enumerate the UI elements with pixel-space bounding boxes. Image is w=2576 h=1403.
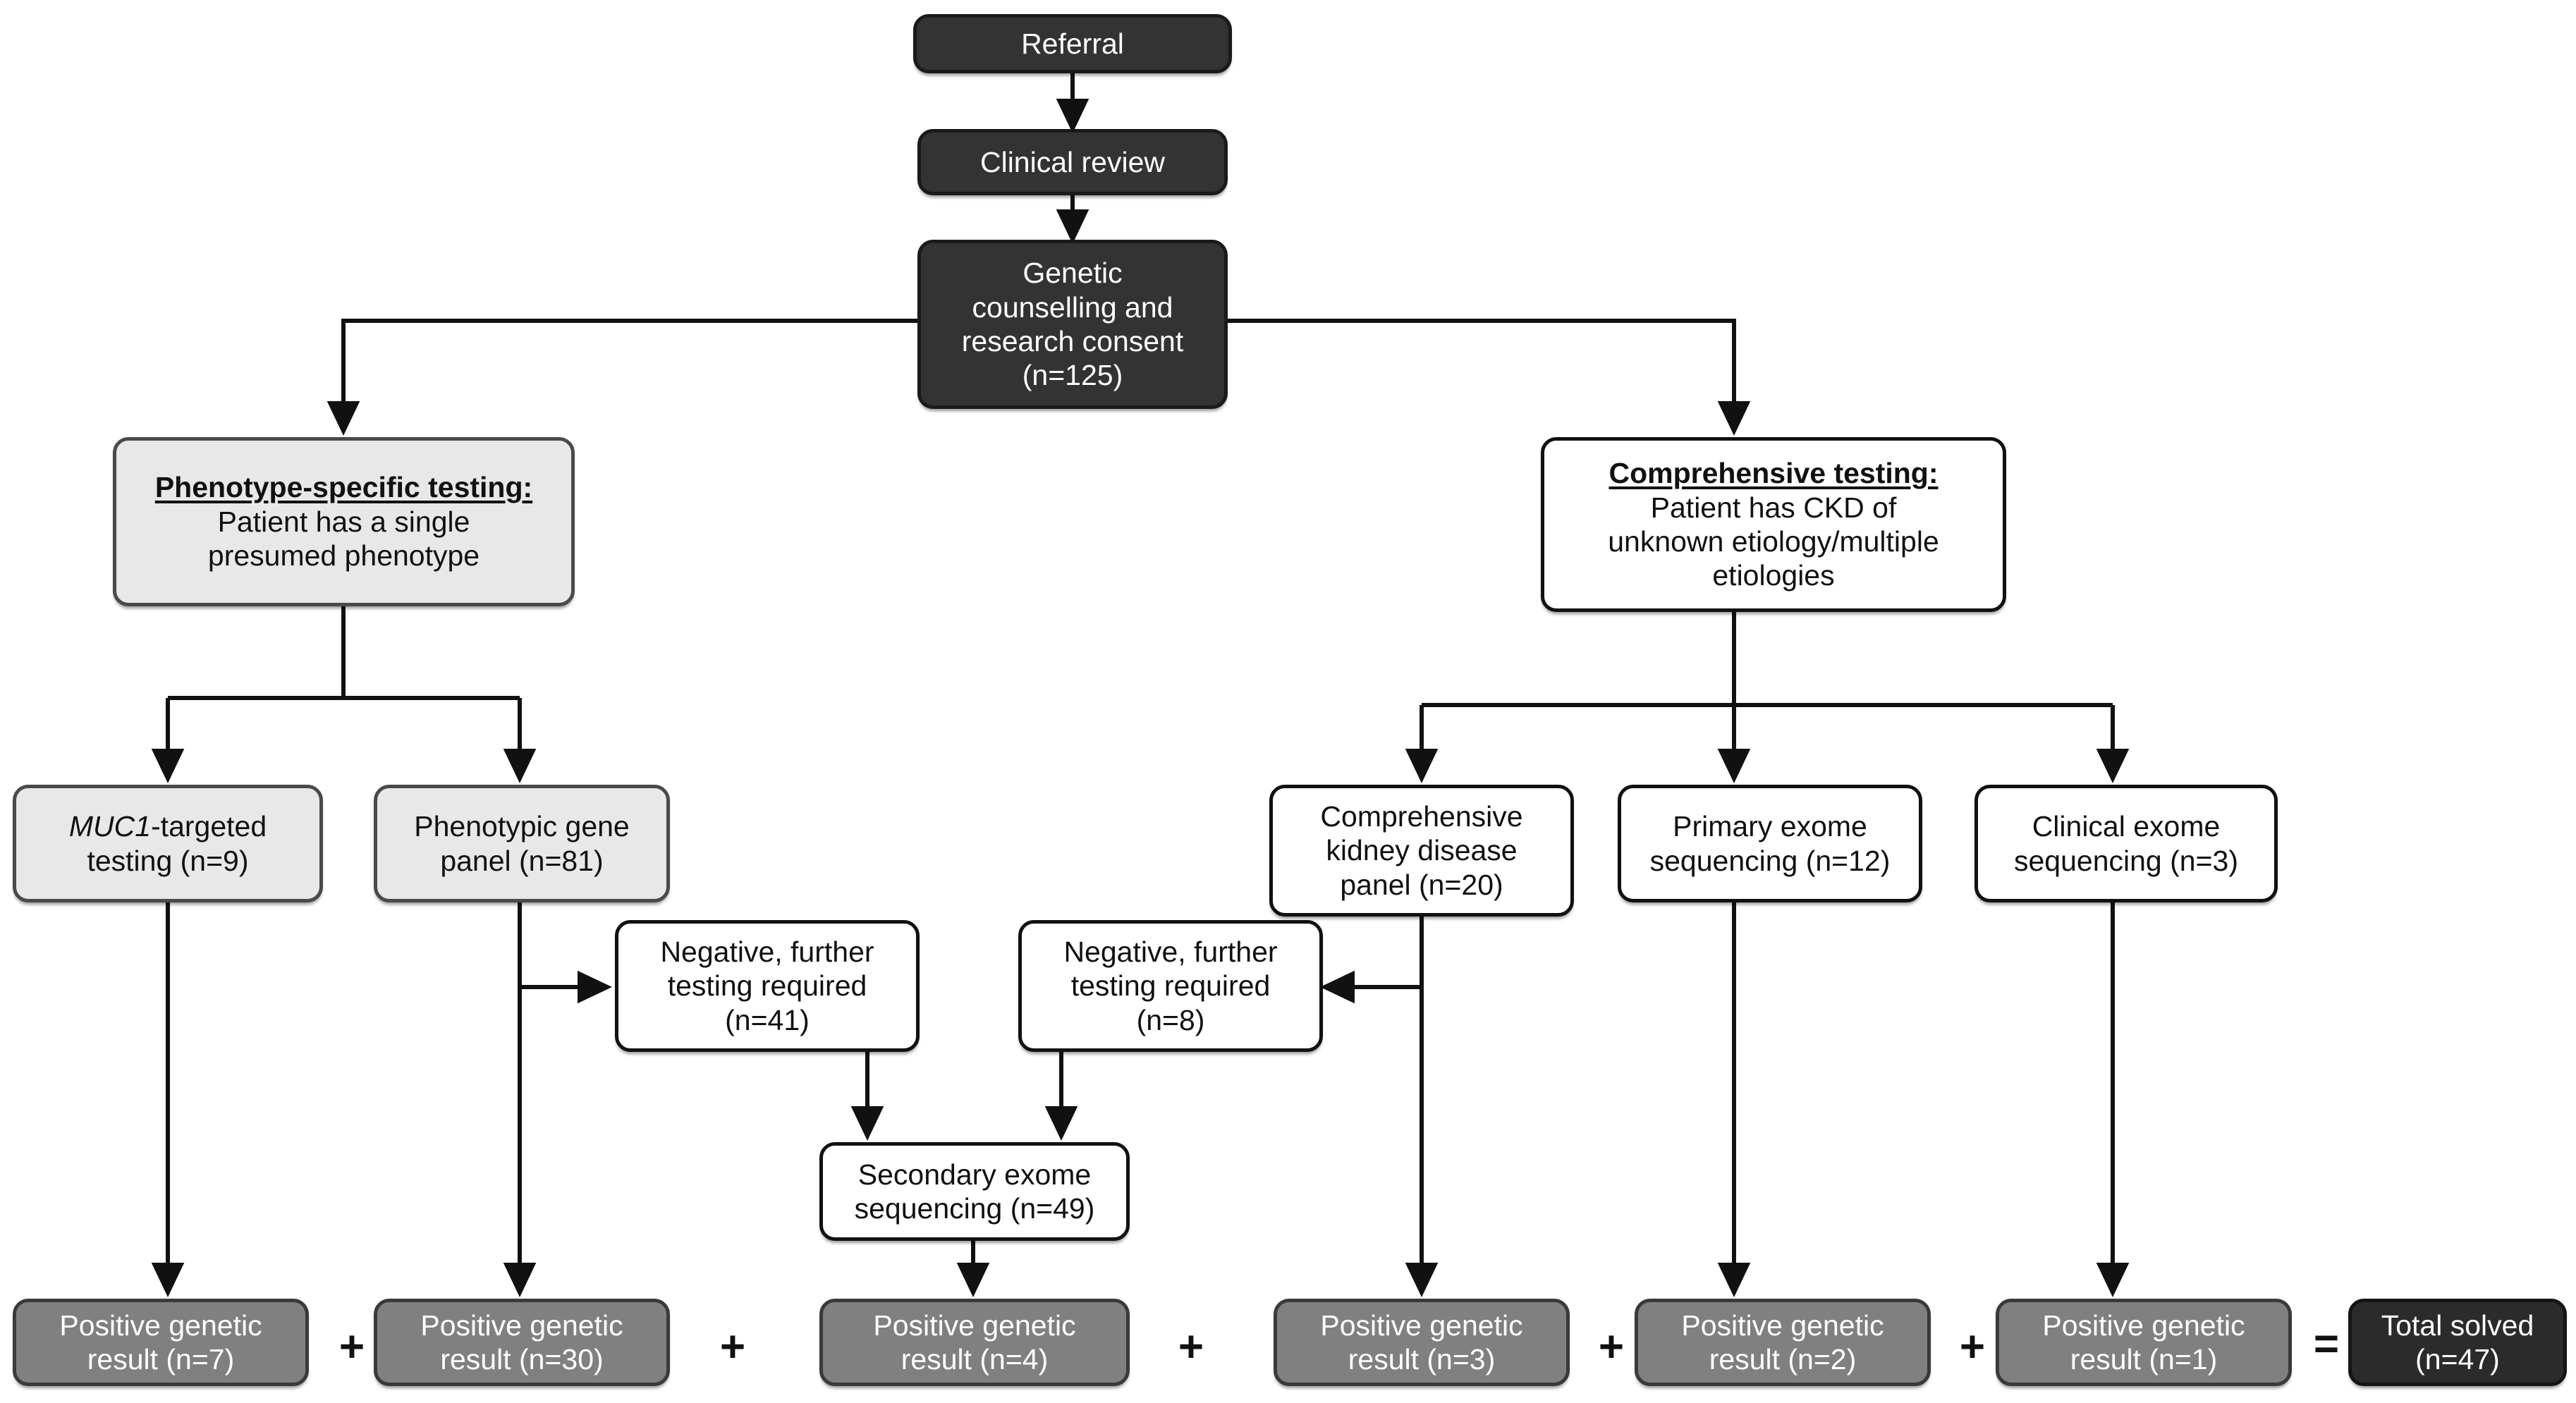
node-total-solved[interactable]: Total solved (n=47) xyxy=(2348,1299,2567,1386)
positive-30-line-2: result (n=30) xyxy=(440,1343,604,1376)
comprehensive-line-1: Patient has CKD of xyxy=(1650,491,1897,524)
node-negative-8-text: Negative, further testing required (n=8) xyxy=(1029,935,1312,1037)
consent-line-4: (n=125) xyxy=(1022,359,1123,392)
node-positive-genetic-result-3[interactable]: Positive genetic result (n=3) xyxy=(1274,1299,1570,1386)
consent-line-2: counselling and xyxy=(972,290,1173,324)
negative-41-line-3: (n=41) xyxy=(725,1003,810,1036)
node-muc1-targeted-testing[interactable]: MUC1-targeted testing (n=9) xyxy=(13,785,323,902)
total-solved-line-2: (n=47) xyxy=(2415,1343,2500,1376)
ckd-panel-line-3: panel (n=20) xyxy=(1340,868,1503,901)
node-positive-30-text: Positive genetic result (n=30) xyxy=(384,1309,659,1377)
node-clinical-exome-text: Clinical exome sequencing (n=3) xyxy=(1985,809,2267,878)
node-positive-3-text: Positive genetic result (n=3) xyxy=(1284,1309,1559,1377)
phenotypic-panel-line-1: Phenotypic gene xyxy=(414,810,630,843)
operator-plus-3: + xyxy=(1178,1323,1204,1371)
node-negative-further-testing-41[interactable]: Negative, further testing required (n=41… xyxy=(615,920,920,1052)
node-phenotype-specific-text: Phenotype-specific testing: Patient has … xyxy=(123,470,564,572)
operator-plus-1: + xyxy=(338,1323,365,1371)
node-positive-genetic-result-4[interactable]: Positive genetic result (n=4) xyxy=(819,1299,1130,1386)
node-muc1-text: MUC1-targeted testing (n=9) xyxy=(23,809,312,878)
muc1-line-2: testing (n=9) xyxy=(87,844,249,877)
positive-3-line-2: result (n=3) xyxy=(1348,1343,1496,1376)
node-ckd-panel-text: Comprehensive kidney disease panel (n=20… xyxy=(1280,799,1563,902)
node-positive-genetic-result-7[interactable]: Positive genetic result (n=7) xyxy=(13,1299,309,1386)
positive-30-line-1: Positive genetic xyxy=(420,1309,623,1342)
node-referral-label: Referral xyxy=(1021,27,1124,60)
positive-4-line-1: Positive genetic xyxy=(873,1309,1076,1342)
node-positive-2-text: Positive genetic result (n=2) xyxy=(1645,1309,1920,1377)
node-comprehensive-kidney-disease-panel[interactable]: Comprehensive kidney disease panel (n=20… xyxy=(1269,785,1574,917)
muc1-line-1-rest: -targeted xyxy=(151,810,267,843)
clinical-exome-line-1: Clinical exome xyxy=(2032,810,2221,843)
node-primary-exome-text: Primary exome sequencing (n=12) xyxy=(1628,809,1912,878)
operator-plus-4: + xyxy=(1598,1323,1625,1371)
node-clinical-exome-sequencing[interactable]: Clinical exome sequencing (n=3) xyxy=(1974,785,2278,902)
node-positive-genetic-result-2[interactable]: Positive genetic result (n=2) xyxy=(1635,1299,1931,1386)
node-negative-41-text: Negative, further testing required (n=41… xyxy=(625,935,909,1037)
node-genetic-counselling-consent[interactable]: Genetic counselling and research consent… xyxy=(917,240,1228,409)
node-secondary-exome-text: Secondary exome sequencing (n=49) xyxy=(830,1158,1119,1226)
phenotypic-panel-line-2: panel (n=81) xyxy=(440,844,604,877)
negative-8-line-3: (n=8) xyxy=(1136,1003,1205,1036)
positive-7-line-1: Positive genetic xyxy=(59,1309,262,1342)
edge-consent-to-phenotype-specific xyxy=(326,319,917,436)
node-clinical-review-label: Clinical review xyxy=(979,145,1165,178)
total-solved-line-1: Total solved xyxy=(2381,1309,2534,1342)
phenotype-specific-heading: Phenotype-specific testing: xyxy=(154,471,533,504)
primary-exome-line-1: Primary exome xyxy=(1673,810,1867,843)
clinical-exome-line-2: sequencing (n=3) xyxy=(2014,844,2238,877)
node-phenotype-specific-testing[interactable]: Phenotype-specific testing: Patient has … xyxy=(113,437,575,606)
consent-line-1: Genetic xyxy=(1023,257,1123,290)
node-phenotypic-gene-panel[interactable]: Phenotypic gene panel (n=81) xyxy=(374,785,670,902)
secondary-exome-line-1: Secondary exome xyxy=(857,1158,1092,1191)
negative-41-line-1: Negative, further xyxy=(660,935,874,968)
ckd-panel-line-2: kidney disease xyxy=(1326,834,1518,867)
secondary-exome-line-2: sequencing (n=49) xyxy=(854,1192,1095,1225)
node-positive-genetic-result-30[interactable]: Positive genetic result (n=30) xyxy=(374,1299,670,1386)
node-phenotypic-panel-text: Phenotypic gene panel (n=81) xyxy=(384,809,659,878)
node-secondary-exome-sequencing[interactable]: Secondary exome sequencing (n=49) xyxy=(819,1142,1130,1241)
comprehensive-line-3: etiologies xyxy=(1712,559,1835,592)
negative-8-line-2: testing required xyxy=(1070,969,1271,1003)
primary-exome-line-2: sequencing (n=12) xyxy=(1649,844,1891,877)
positive-7-line-2: result (n=7) xyxy=(87,1343,235,1376)
node-comprehensive-text: Comprehensive testing: Patient has CKD o… xyxy=(1551,456,1996,593)
node-positive-7-text: Positive genetic result (n=7) xyxy=(23,1309,298,1377)
negative-8-line-1: Negative, further xyxy=(1063,935,1278,968)
positive-1-line-1: Positive genetic xyxy=(2042,1309,2245,1342)
positive-3-line-1: Positive genetic xyxy=(1320,1309,1523,1342)
positive-2-line-2: result (n=2) xyxy=(1709,1343,1857,1376)
negative-41-line-2: testing required xyxy=(667,969,867,1003)
positive-4-line-2: result (n=4) xyxy=(901,1343,1049,1376)
node-clinical-review[interactable]: Clinical review xyxy=(917,129,1228,195)
node-comprehensive-testing[interactable]: Comprehensive testing: Patient has CKD o… xyxy=(1541,437,2006,612)
phenotype-specific-line-1: Patient has a single xyxy=(217,505,470,538)
comprehensive-heading: Comprehensive testing: xyxy=(1609,457,1939,490)
node-total-solved-text: Total solved (n=47) xyxy=(2359,1309,2556,1377)
ckd-panel-line-1: Comprehensive xyxy=(1320,799,1523,833)
node-positive-4-text: Positive genetic result (n=4) xyxy=(830,1309,1119,1377)
node-negative-further-testing-8[interactable]: Negative, further testing required (n=8) xyxy=(1018,920,1323,1052)
phenotype-specific-line-2: presumed phenotype xyxy=(207,539,480,572)
node-primary-exome-sequencing[interactable]: Primary exome sequencing (n=12) xyxy=(1618,785,1922,902)
node-positive-1-text: Positive genetic result (n=1) xyxy=(2006,1309,2281,1377)
muc1-gene-name: MUC1 xyxy=(68,810,152,843)
positive-2-line-1: Positive genetic xyxy=(1681,1309,1884,1342)
edge-consent-to-comprehensive xyxy=(1228,319,1751,436)
comprehensive-line-2: unknown etiology/multiple xyxy=(1608,525,1939,558)
operator-equals: = xyxy=(2313,1320,2340,1368)
node-positive-genetic-result-1[interactable]: Positive genetic result (n=1) xyxy=(1996,1299,2292,1386)
node-consent-text: Genetic counselling and research consent… xyxy=(928,256,1217,393)
operator-plus-5: + xyxy=(1959,1323,1986,1371)
positive-1-line-2: result (n=1) xyxy=(2070,1343,2218,1376)
consent-line-3: research consent xyxy=(961,325,1184,357)
operator-plus-2: + xyxy=(719,1323,746,1371)
node-referral[interactable]: Referral xyxy=(913,14,1232,73)
